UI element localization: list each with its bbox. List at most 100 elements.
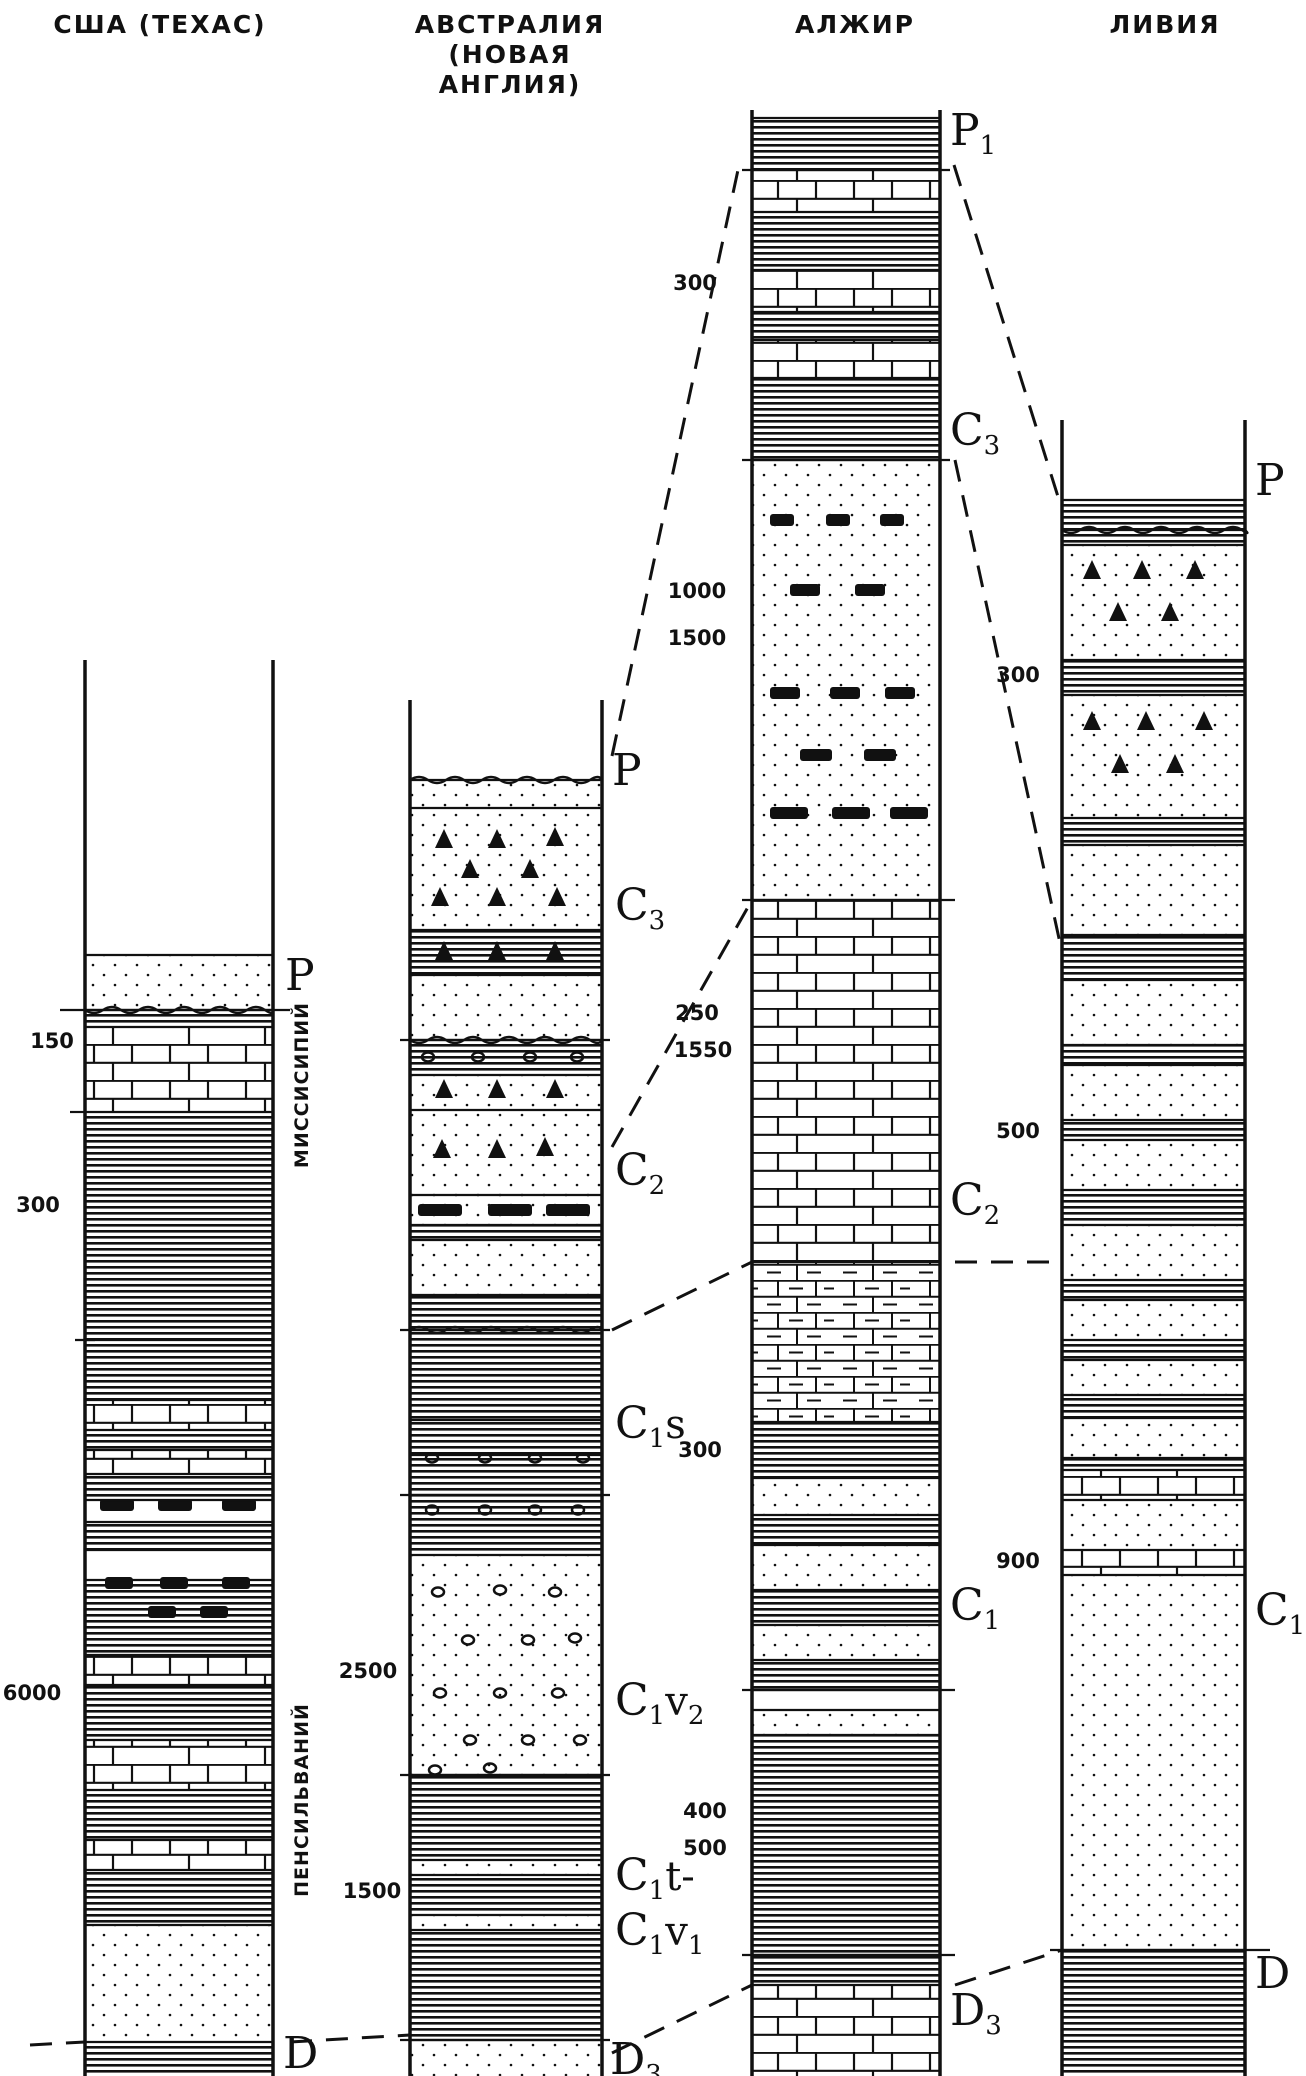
thickness-label-algeria-6: 300	[678, 1438, 722, 1462]
layer-usa-5	[85, 1340, 273, 1400]
layer-usa-4	[85, 1112, 273, 1340]
index-algeria-4: C1	[950, 1580, 1000, 1636]
thickness-label-algeria-1: 300	[673, 271, 717, 295]
pebble-24	[572, 1734, 588, 1746]
correlation-line-c1-left	[611, 1260, 753, 1332]
subdivision-label-mississippian: МИССИСИПИЙ	[290, 1002, 313, 1168]
pebble-21	[550, 1687, 566, 1699]
layer-algeria-15	[752, 1590, 940, 1625]
thickness-label-usa-3: 6000	[3, 1681, 61, 1705]
dark-lens-1	[100, 1499, 134, 1511]
layer-algeria-11	[752, 1422, 940, 1478]
thickness-label-algeria-5: 1550	[674, 1038, 732, 1062]
evaporite-symbol-20	[1186, 560, 1204, 579]
thickness-label-australia-2: 1500	[343, 1879, 401, 1903]
layer-algeria-19	[752, 1710, 940, 1735]
dark-lens-2	[158, 1499, 192, 1511]
layer-libya-5	[1062, 695, 1245, 818]
layer-usa-1	[85, 955, 273, 1010]
evaporite-symbol-18	[1083, 560, 1101, 579]
dark-lens-16	[855, 584, 885, 596]
layer-algeria-22	[752, 1985, 940, 2076]
index-australia-6: C1t-	[615, 1850, 695, 1906]
subdivision-label-pennsylvanian: ПЕНСИЛЬВАНИЙ	[290, 1703, 313, 1897]
pebble-14	[492, 1584, 508, 1596]
pebble-8	[575, 1452, 591, 1464]
pebble-7	[527, 1452, 543, 1464]
index-australia-2: C3	[615, 880, 665, 936]
index-algeria-1: P1	[950, 105, 996, 161]
evaporite-symbol-19	[1133, 560, 1151, 579]
evaporite-symbol-13	[488, 1079, 506, 1098]
thickness-label-usa-1: 150	[30, 1029, 74, 1053]
layer-algeria-4	[752, 270, 940, 312]
pebble-19	[432, 1687, 448, 1699]
layer-australia-1	[410, 780, 602, 808]
layer-australia-18	[410, 1860, 602, 1875]
layer-usa-15	[85, 1685, 273, 1740]
dark-lens-22	[770, 807, 808, 819]
column-title-algeria: АЛЖИР	[795, 10, 915, 39]
layer-australia-13	[410, 1420, 602, 1455]
pebble-6	[477, 1452, 493, 1464]
layer-usa-11	[85, 1522, 273, 1550]
layer-usa-16	[85, 1740, 273, 1790]
layer-algeria-8	[752, 460, 940, 900]
pebble-11	[527, 1504, 543, 1516]
layer-algeria-14	[752, 1545, 940, 1590]
layer-australia-12	[410, 1330, 602, 1420]
layer-algeria-18	[752, 1690, 940, 1710]
layer-libya-14	[1062, 1190, 1245, 1225]
pebble-23	[520, 1734, 536, 1746]
pebble-17	[520, 1634, 536, 1646]
layer-australia-21	[410, 1930, 602, 2040]
evaporite-symbol-24	[1137, 711, 1155, 730]
correlation-line-c2-left	[610, 899, 754, 1148]
layer-australia-10	[410, 1240, 602, 1295]
thickness-label-libya-3: 900	[996, 1549, 1040, 1573]
layer-australia-14	[410, 1455, 602, 1495]
pebble-18	[567, 1632, 583, 1644]
index-australia-5: C1v2	[615, 1675, 704, 1731]
dark-lens-7	[148, 1606, 176, 1618]
pebble-22	[462, 1734, 478, 1746]
layer-libya-25	[1062, 1550, 1245, 1575]
thickness-label-usa-2: 300	[16, 1193, 60, 1217]
layer-usa-12	[85, 1550, 273, 1580]
thickness-label-algeria-7: 400	[683, 1799, 727, 1823]
dark-lens-18	[830, 687, 860, 699]
layer-usa-20	[85, 1925, 273, 2042]
index-australia-7: C1v1	[615, 1905, 704, 1961]
layer-australia-19	[410, 1875, 602, 1915]
pebble-12	[570, 1504, 586, 1516]
layer-algeria-1	[752, 118, 940, 170]
layer-libya-10	[1062, 1045, 1245, 1065]
evaporite-symbol-26	[1111, 754, 1129, 773]
layer-libya-8	[1062, 935, 1245, 980]
layer-libya-26	[1062, 1575, 1245, 1950]
pebble-4	[569, 1051, 585, 1063]
thickness-label-libya-1: 300	[996, 663, 1040, 687]
unconformity-aus-4	[409, 1325, 604, 1335]
pebble-2	[470, 1051, 486, 1063]
evaporite-symbol-14	[546, 1079, 564, 1098]
dark-lens-13	[826, 514, 850, 526]
evaporite-symbol-6	[431, 887, 449, 906]
unconformity-usa-1	[84, 1005, 275, 1015]
evaporite-symbol-12	[435, 1079, 453, 1098]
evaporite-symbol-15	[433, 1139, 451, 1158]
thickness-label-australia-1: 2500	[339, 1659, 397, 1683]
dark-lens-21	[864, 749, 896, 761]
evaporite-symbol-11	[546, 941, 564, 960]
pebble-3	[522, 1051, 538, 1063]
layer-australia-2	[410, 808, 602, 930]
dark-lens-15	[790, 584, 820, 596]
layer-algeria-21	[752, 1955, 940, 1985]
dark-lens-14	[880, 514, 904, 526]
correlation-line-c3-right	[953, 459, 1062, 944]
correlation-line-d-alg-lib	[954, 1948, 1063, 1987]
layer-algeria-10	[752, 1262, 940, 1422]
layer-australia-5	[410, 1040, 602, 1075]
